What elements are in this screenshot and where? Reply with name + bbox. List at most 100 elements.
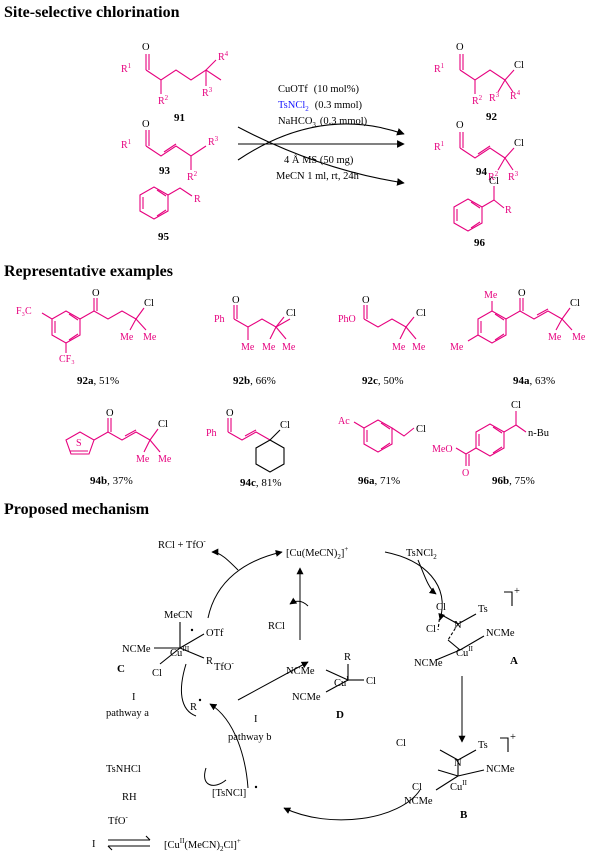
label-95: 95 — [158, 231, 170, 243]
svg-text:Ph: Ph — [206, 428, 217, 439]
svg-text:Cl: Cl — [280, 420, 290, 431]
reagent-I-a: I — [132, 692, 136, 703]
compound-92: O R1 R2 R3 R4 Cl 92 — [434, 42, 524, 123]
svg-text:94c, 81%: 94c, 81% — [240, 477, 282, 489]
svg-text:Me: Me — [262, 342, 276, 353]
svg-text:O: O — [362, 295, 370, 306]
svg-text:A: A — [510, 655, 518, 667]
svg-text:R4: R4 — [510, 89, 521, 102]
svg-text:Ts: Ts — [478, 604, 488, 615]
svg-text:92c, 50%: 92c, 50% — [362, 375, 404, 387]
svg-text:Ac: Ac — [338, 416, 350, 427]
atom-O: O — [142, 119, 150, 130]
example-92c: O PhO Cl Me Me 92c, 50% — [338, 295, 426, 387]
label-96: 96 — [474, 237, 486, 249]
svg-text:MeO: MeO — [432, 444, 453, 455]
atom-R4: R4 — [218, 50, 229, 63]
svg-text:Me: Me — [572, 332, 586, 343]
atom-R1: R1 — [121, 138, 132, 151]
svg-text:N: N — [454, 620, 462, 631]
heading-examples: Representative examples — [4, 263, 173, 280]
atom-R3: R3 — [208, 135, 219, 148]
svg-text:Me: Me — [548, 332, 562, 343]
svg-text:NCMe: NCMe — [414, 658, 443, 669]
svg-text:Cl: Cl — [416, 308, 426, 319]
svg-text:CuII: CuII — [456, 645, 474, 659]
svg-text:R: R — [344, 652, 351, 663]
example-94c: O Ph Cl 94c, 81% — [206, 408, 290, 489]
svg-text:D: D — [336, 709, 344, 721]
svg-text:O: O — [92, 288, 100, 299]
rh: RH — [122, 792, 137, 803]
complex-C: MeCN NCMe OTf R Cl CuIII C — [117, 610, 224, 679]
example-id: 92a — [77, 375, 94, 387]
tfo-anion: TfO- — [214, 659, 235, 673]
label-94: 94 — [476, 166, 488, 178]
svg-text:O: O — [232, 295, 240, 306]
svg-text:F₃C: F₃C — [16, 306, 32, 317]
atom-R2: R2 — [187, 170, 198, 183]
svg-text:TsNCl2(0.3 mmol): TsNCl2(0.3 mmol) — [278, 100, 363, 113]
svg-text:NCMe: NCMe — [122, 644, 151, 655]
svg-text:Me: Me — [484, 290, 498, 301]
svg-text:+: + — [510, 732, 516, 743]
svg-text:Me: Me — [450, 342, 464, 353]
atom-R3: R3 — [202, 86, 213, 99]
svg-text:Cl: Cl — [412, 782, 422, 793]
svg-text:Cl: Cl — [144, 298, 154, 309]
example-94b: O S Cl Me Me 94b, 37% — [65, 408, 172, 487]
pathway-a-label: pathway a — [106, 708, 149, 719]
svg-text:MeCN: MeCN — [164, 610, 193, 621]
svg-text:NCMe: NCMe — [486, 764, 515, 775]
tsncl2-reagent: TsNCl2 — [406, 548, 437, 561]
svg-text:Cl: Cl — [366, 676, 376, 687]
reagent-I-b: I — [254, 714, 258, 725]
svg-text:Me: Me — [241, 342, 255, 353]
catalytic-cycle — [180, 549, 466, 821]
svg-text:O: O — [226, 408, 234, 419]
r-radical: R — [190, 702, 197, 713]
svg-text:+: + — [514, 586, 520, 597]
example-yield: , 51% — [94, 375, 120, 387]
equilibrium: TfO- I [CuII(MeCN)2Cl]+ — [92, 813, 241, 853]
svg-text:CuI: CuI — [334, 675, 349, 689]
heading-mechanism: Proposed mechanism — [4, 501, 150, 518]
pathway-b-label: pathway b — [228, 732, 271, 743]
svg-text:R3: R3 — [489, 91, 500, 104]
svg-text:92a, 51%: 92a, 51% — [77, 375, 119, 387]
svg-text:Me: Me — [120, 332, 134, 343]
svg-text:Ph: Ph — [214, 314, 225, 325]
label-93: 93 — [159, 165, 171, 177]
svg-text:Cl: Cl — [158, 419, 168, 430]
svg-text:CF₃: CF₃ — [59, 354, 75, 365]
svg-text:94a, 63%: 94a, 63% — [513, 375, 555, 387]
example-96b: Cl n-Bu MeO O 96b, 75% — [432, 400, 550, 487]
svg-text:Cl: Cl — [489, 176, 499, 187]
svg-text:R3: R3 — [508, 170, 519, 183]
svg-text:Me: Me — [412, 342, 426, 353]
example-92b: O Ph Me Cl Me Me 92b, 66% — [214, 295, 296, 387]
svg-text:NaHCO3(0.3 mmol): NaHCO3(0.3 mmol) — [278, 116, 368, 129]
svg-text:92b, 66%: 92b, 66% — [233, 375, 276, 387]
svg-text:Me: Me — [158, 454, 172, 465]
heading-chlorination: Site-selective chlorination — [4, 4, 180, 21]
label-92: 92 — [486, 111, 498, 123]
svg-text:Cl: Cl — [152, 668, 162, 679]
svg-text:O: O — [456, 120, 464, 131]
svg-text:Cl: Cl — [511, 400, 521, 411]
compound-96: Cl R 96 — [453, 176, 512, 249]
tsncl-radical: [TsNCl] — [212, 788, 246, 799]
svg-text:CuIII: CuIII — [170, 645, 190, 659]
atom-R1: R1 — [121, 62, 132, 75]
reaction-conditions: CuOTf(10 mol%) TsNCl2(0.3 mmol) NaHCO3(0… — [276, 84, 368, 182]
svg-text:TfO-: TfO- — [108, 813, 129, 827]
condition-sieves: 4 Å MS (50 mg) — [284, 154, 354, 166]
example-92a: O F₃C CF₃ Cl Me Me 92a, 51% — [16, 288, 157, 387]
atom-R: R — [194, 194, 201, 205]
svg-text:96b, 75%: 96b, 75% — [492, 475, 535, 487]
svg-text:n-Bu: n-Bu — [528, 428, 550, 439]
label-91: 91 — [174, 112, 185, 124]
complex-A: Cl Cl Ts N NCMe NCMe CuII + A — [414, 586, 520, 669]
svg-text:Cl: Cl — [514, 138, 524, 149]
